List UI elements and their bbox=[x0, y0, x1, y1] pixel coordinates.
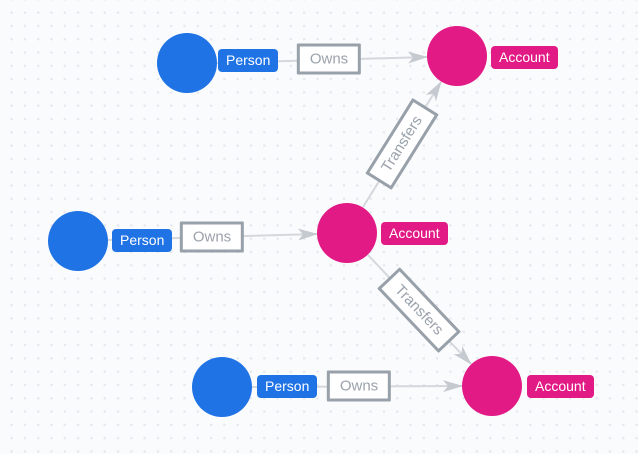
edge-label-owns-2[interactable]: Owns bbox=[179, 221, 245, 253]
edge-label-owns-1[interactable]: Owns bbox=[296, 43, 362, 75]
account-node-3[interactable] bbox=[462, 356, 522, 416]
edge-label-owns-3[interactable]: Owns bbox=[326, 370, 392, 402]
person-node-3[interactable] bbox=[192, 357, 252, 417]
person-node-2[interactable] bbox=[48, 211, 108, 271]
account-node-label-2[interactable]: Account bbox=[381, 222, 448, 245]
person-node-1[interactable] bbox=[157, 33, 217, 93]
account-node-1[interactable] bbox=[427, 26, 487, 86]
person-node-label-2[interactable]: Person bbox=[112, 229, 173, 252]
person-node-label-3[interactable]: Person bbox=[257, 375, 318, 398]
account-node-label-3[interactable]: Account bbox=[527, 375, 594, 398]
person-node-label-1[interactable]: Person bbox=[218, 49, 279, 72]
account-node-2[interactable] bbox=[317, 203, 377, 263]
account-node-label-1[interactable]: Account bbox=[491, 46, 558, 69]
